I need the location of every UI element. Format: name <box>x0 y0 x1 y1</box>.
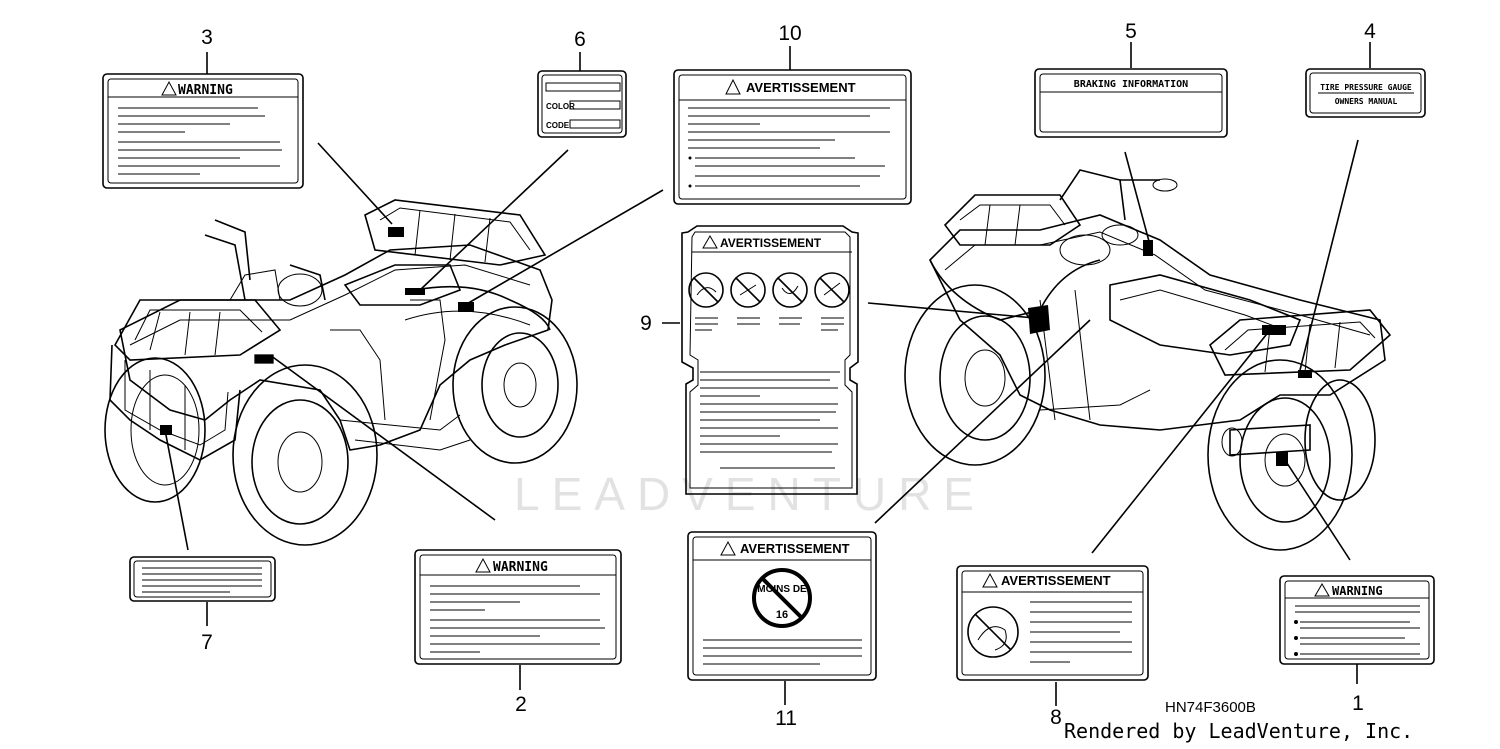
leader-lines <box>164 42 1371 706</box>
braking-title: BRAKING INFORMATION <box>1074 79 1188 90</box>
prohibition-icon <box>967 606 1019 658</box>
label-1-warning[interactable]: WARNING <box>1279 575 1435 665</box>
atv-front-view <box>104 199 578 546</box>
label-8-title: AVERTISSEMENT <box>1001 573 1111 588</box>
label-2-warning[interactable]: WARNING <box>414 549 622 665</box>
age-text: 16 <box>776 609 788 621</box>
callout-3: 3 <box>201 26 213 49</box>
label-2-title: WARNING <box>493 560 548 575</box>
callout-8: 8 <box>1050 706 1062 729</box>
callout-2: 2 <box>515 693 527 716</box>
label-10-title: AVERTISSEMENT <box>746 80 856 95</box>
rendered-by: Rendered by LeadVenture, Inc. <box>1064 719 1413 743</box>
label-4-tire-gauge[interactable]: TIRE PRESSURE GAUGE OWNERS MANUAL <box>1305 68 1426 118</box>
label-7-plain[interactable] <box>129 556 276 602</box>
code-text: CODE <box>546 121 570 130</box>
label-9-pictogram-decal[interactable]: AVERTISSEMENT <box>681 225 859 495</box>
label-6-color-code[interactable]: COLOR CODE <box>537 70 627 138</box>
callout-10: 10 <box>778 22 801 45</box>
callout-4: 4 <box>1364 20 1376 43</box>
label-5-braking[interactable]: BRAKING INFORMATION <box>1034 68 1228 138</box>
callout-9: 9 <box>640 312 652 335</box>
label-3-warning[interactable]: WARNING <box>102 73 304 189</box>
label-10-avertissement[interactable]: AVERTISSEMENT <box>673 69 912 205</box>
color-text: COLOR <box>546 102 575 111</box>
callout-5: 5 <box>1125 20 1137 43</box>
label-8-avertissement[interactable]: AVERTISSEMENT <box>956 565 1149 681</box>
moins-de-text: MOINS DE <box>757 584 807 595</box>
label-1-title: WARNING <box>1332 584 1383 598</box>
callout-6: 6 <box>574 28 586 51</box>
atv-rear-view <box>904 169 1392 551</box>
callout-1: 1 <box>1352 692 1364 715</box>
prohibition-icons <box>688 272 850 308</box>
callout-7: 7 <box>201 631 213 654</box>
owners-manual-text: OWNERS MANUAL <box>1335 97 1398 106</box>
callout-numbers: 3 6 10 5 4 9 7 2 11 8 1 <box>201 20 1376 730</box>
callout-11: 11 <box>775 707 797 730</box>
label-11-age-warning[interactable]: AVERTISSEMENT MOINS DE 16 <box>687 531 877 681</box>
tire-gauge-text: TIRE PRESSURE GAUGE <box>1320 83 1412 92</box>
label-9-title: AVERTISSEMENT <box>720 236 822 250</box>
no-under-16-icon <box>752 568 812 628</box>
diagram-code: HN74F3600B <box>1165 699 1256 716</box>
label-3-title: WARNING <box>178 83 233 98</box>
label-11-title: AVERTISSEMENT <box>740 541 850 556</box>
